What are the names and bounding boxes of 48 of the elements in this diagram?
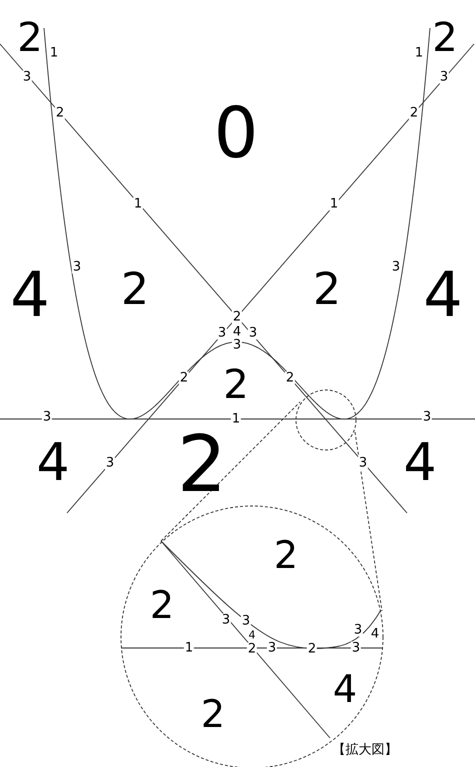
crossing-number: 3 bbox=[248, 326, 258, 340]
region-number: 4 bbox=[423, 264, 463, 326]
crossing-number: 3 bbox=[390, 260, 402, 274]
region-number: 2 bbox=[200, 695, 226, 733]
crossing-number: 2 bbox=[54, 106, 66, 120]
region-number: 2 bbox=[223, 365, 249, 405]
region-number: 4 bbox=[10, 264, 50, 326]
crossing-number: 2 bbox=[284, 372, 296, 384]
crossing-number: 3 bbox=[216, 326, 228, 340]
region-number: 4 bbox=[36, 437, 70, 489]
crossing-number: 1 bbox=[48, 46, 60, 60]
crossing-number: 4 bbox=[370, 628, 380, 640]
crossing-number: 1 bbox=[328, 198, 340, 210]
crossing-number: 2 bbox=[232, 310, 242, 324]
crossing-number: 3 bbox=[72, 260, 82, 274]
crossing-number: 2 bbox=[246, 642, 258, 656]
region-number: 2 bbox=[432, 18, 458, 58]
caption: 【拡大図】 bbox=[332, 744, 398, 756]
region-number: 0 bbox=[214, 98, 258, 168]
crossing-number: 1 bbox=[230, 412, 242, 426]
region-number: 2 bbox=[121, 268, 149, 312]
crossing-number: 3 bbox=[220, 614, 232, 626]
region-number: 4 bbox=[403, 437, 437, 489]
crossing-number: 4 bbox=[248, 630, 256, 640]
region-number: 2 bbox=[274, 536, 298, 574]
crossing-number: 1 bbox=[132, 198, 144, 210]
crossing-number: 3 bbox=[438, 70, 450, 84]
crossing-number: 3 bbox=[240, 614, 252, 628]
crossing-number: 3 bbox=[104, 456, 116, 470]
crossing-number: 1 bbox=[184, 642, 194, 654]
crossing-number: 3 bbox=[232, 338, 242, 352]
region-number: 4 bbox=[332, 670, 358, 708]
crossing-number: 3 bbox=[358, 456, 368, 470]
crossing-number: 4 bbox=[232, 326, 242, 338]
crossing-number: 3 bbox=[266, 642, 278, 654]
region-number: 2 bbox=[177, 426, 227, 504]
crossing-number: 2 bbox=[306, 642, 318, 656]
crossing-number: 2 bbox=[178, 372, 190, 384]
crossing-number: 3 bbox=[22, 70, 32, 84]
crossing-number: 3 bbox=[42, 410, 52, 424]
crossing-number: 3 bbox=[422, 410, 432, 424]
region-number: 2 bbox=[150, 586, 174, 624]
crossing-number: 1 bbox=[414, 46, 424, 60]
crossing-number: 3 bbox=[350, 642, 362, 654]
crossing-number: 3 bbox=[352, 624, 364, 636]
crossing-number: 2 bbox=[408, 106, 420, 120]
region-number: 2 bbox=[17, 18, 43, 58]
region-number: 2 bbox=[313, 268, 341, 312]
